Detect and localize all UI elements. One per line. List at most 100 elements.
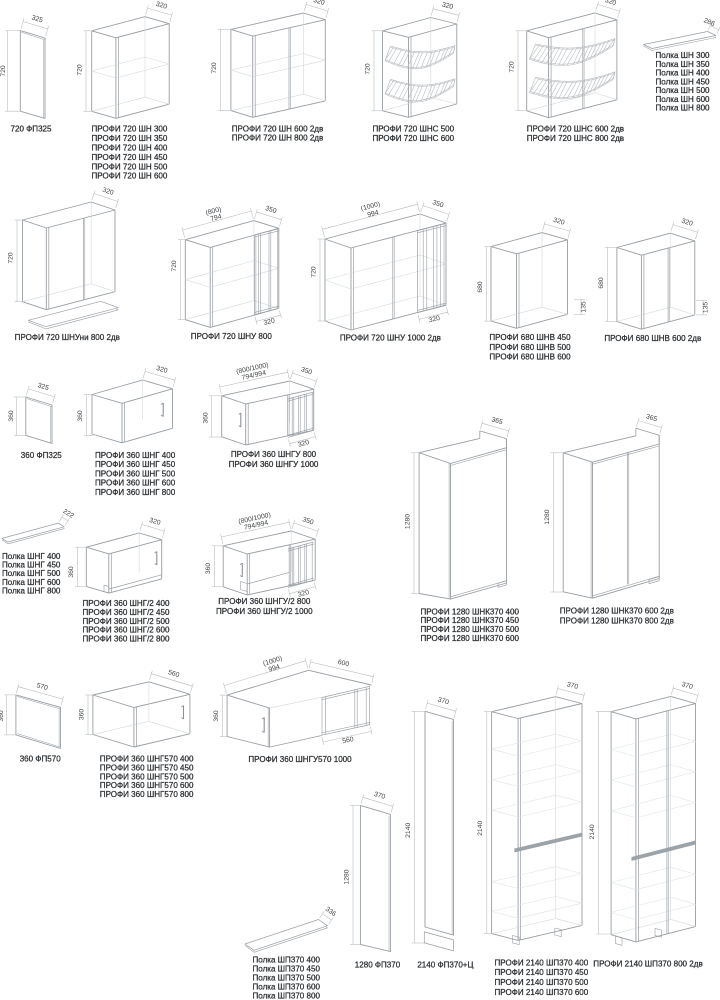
svg-text:720: 720 [365,63,372,75]
svg-text:ПРОФИ 360 ШНГ 500: ПРОФИ 360 ШНГ 500 [95,469,176,478]
svg-text:320: 320 [148,517,161,527]
svg-text:Полка ШН 450: Полка ШН 450 [656,78,711,87]
svg-text:ПРОФИ 720 ШНУ 1000 2дв: ПРОФИ 720 ШНУ 1000 2дв [340,333,441,342]
svg-text:ПРОФИ 2140 ШП370 800 2дв: ПРОФИ 2140 ШП370 800 2дв [593,959,702,968]
svg-text:ПРОФИ 2140 ШП370 450: ПРОФИ 2140 ШП370 450 [495,968,589,977]
svg-text:ПРОФИ 720 ШН 600 2дв: ПРОФИ 720 ШН 600 2дв [232,124,324,133]
svg-text:360: 360 [68,566,75,578]
svg-text:Полка ШН 300: Полка ШН 300 [656,51,711,60]
svg-text:ПРОФИ 360 ШНГ 800: ПРОФИ 360 ШНГ 800 [95,488,176,497]
svg-text:(1000): (1000) [360,201,381,213]
svg-text:720: 720 [0,65,7,77]
svg-text:ПРОФИ 360 ШНГ/2 800: ПРОФИ 360 ШНГ/2 800 [83,635,170,644]
svg-text:ПРОФИ 720 ШН 450: ПРОФИ 720 ШН 450 [92,153,168,162]
svg-text:2140: 2140 [477,821,484,836]
svg-text:ПРОФИ 360 ШНГУ570 1000: ПРОФИ 360 ШНГУ570 1000 [248,755,352,764]
svg-text:ПРОФИ 1280 ШНК370 800 2дв: ПРОФИ 1280 ШНК370 800 2дв [560,616,674,625]
svg-text:ПРОФИ 680 ШНВ 450: ПРОФИ 680 ШНВ 450 [489,333,571,342]
svg-text:ПРОФИ 360 ШНГ570 800: ПРОФИ 360 ШНГ570 800 [100,790,194,799]
svg-text:ПРОФИ 360 ШНГУ 800: ПРОФИ 360 ШНГУ 800 [231,450,317,459]
svg-text:1280: 1280 [404,514,411,529]
svg-text:720: 720 [77,64,84,76]
svg-text:135: 135 [703,302,710,314]
svg-text:325: 325 [31,14,44,24]
svg-text:720: 720 [211,62,218,74]
svg-text:ПРОФИ 360 ШНГУ/2 800: ПРОФИ 360 ШНГУ/2 800 [218,597,311,606]
svg-text:ПРОФИ 1280 ШНК370 500: ПРОФИ 1280 ШНК370 500 [421,625,520,634]
svg-text:Полка ШНГ 600: Полка ШНГ 600 [2,578,61,587]
svg-text:ПРОФИ 720 ШН 300: ПРОФИ 720 ШН 300 [92,125,168,134]
svg-text:360: 360 [203,412,210,424]
svg-text:ПРОФИ 360 ШНГ570 500: ПРОФИ 360 ШНГ570 500 [100,772,194,781]
svg-text:320: 320 [552,217,565,227]
svg-text:320: 320 [297,439,310,449]
svg-text:360 ФП325: 360 ФП325 [21,451,63,460]
svg-text:Полка ШН 800: Полка ШН 800 [656,104,711,113]
svg-text:ПРОФИ 2140 ШП370 400: ПРОФИ 2140 ШП370 400 [495,958,589,967]
svg-text:ПРОФИ 2140 ШП370 600: ПРОФИ 2140 ШП370 600 [495,988,589,997]
svg-text:365: 365 [491,416,504,426]
svg-text:ПРОФИ 680 ШНВ 600 2дв: ПРОФИ 680 ШНВ 600 2дв [604,334,701,343]
svg-text:ПРОФИ 360 ШНГ570 450: ПРОФИ 360 ШНГ570 450 [100,763,194,772]
svg-text:350: 350 [300,366,313,376]
svg-text:1280: 1280 [544,509,551,524]
svg-text:ПРОФИ 1280 ШНК370 400: ПРОФИ 1280 ШНК370 400 [421,607,520,616]
svg-text:365: 365 [645,413,658,423]
svg-text:360: 360 [213,710,220,722]
svg-text:Полка ШП370 800: Полка ШП370 800 [253,992,321,1000]
svg-text:320: 320 [155,365,168,375]
svg-text:ПРОФИ 720 ШН 500: ПРОФИ 720 ШН 500 [92,162,168,171]
svg-text:286: 286 [702,17,715,28]
svg-text:ПРОФИ 360 ШНГУ/2 1000: ПРОФИ 360 ШНГУ/2 1000 [216,607,313,616]
svg-text:1280 ФП370: 1280 ФП370 [355,961,401,970]
svg-text:Полка ШН 350: Полка ШН 350 [656,60,711,69]
svg-text:360: 360 [205,563,212,575]
svg-text:2140 ФП370+Ц: 2140 ФП370+Ц [417,961,473,970]
svg-text:560: 560 [167,669,180,679]
svg-text:ПРОФИ 360 ШНГ 600: ПРОФИ 360 ШНГ 600 [95,479,176,488]
svg-text:ПРОФИ 720 ШН 400: ПРОФИ 720 ШН 400 [92,143,168,152]
svg-text:ПРОФИ 360 ШНГ570 400: ПРОФИ 360 ШНГ570 400 [100,755,194,764]
svg-text:360: 360 [79,709,86,721]
svg-text:Полка ШП370 500: Полка ШП370 500 [253,974,321,983]
svg-text:ПРОФИ 720 ШН 600: ПРОФИ 720 ШН 600 [92,172,168,181]
svg-text:350: 350 [301,516,314,526]
svg-text:ПРОФИ 720 ШНУни 800 2дв: ПРОФИ 720 ШНУни 800 2дв [15,333,120,342]
svg-text:360: 360 [8,410,15,422]
svg-text:ПРОФИ 2140 ШП370 500: ПРОФИ 2140 ШП370 500 [495,978,589,987]
svg-text:320: 320 [681,218,694,228]
svg-text:Полка ШП370 450: Полка ШП370 450 [253,965,321,974]
svg-text:320: 320 [101,187,114,197]
svg-text:325: 325 [37,382,50,392]
svg-text:ПРОФИ 720 ШНС 600: ПРОФИ 720 ШНС 600 [372,134,454,143]
svg-text:2140: 2140 [589,824,596,839]
svg-text:ПРОФИ 360 ШНГ/2 400: ПРОФИ 360 ШНГ/2 400 [83,599,170,608]
svg-text:ПРОФИ 720 ШНС 500: ПРОФИ 720 ШНС 500 [372,125,454,134]
svg-text:Полка ШН 400: Полка ШН 400 [656,69,711,78]
svg-text:ПРОФИ 1280 ШНК370 600: ПРОФИ 1280 ШНК370 600 [421,634,520,643]
svg-text:720 ФП325: 720 ФП325 [11,124,53,133]
svg-text:ПРОФИ 360 ШНГ/2 600: ПРОФИ 360 ШНГ/2 600 [83,626,170,635]
svg-text:720: 720 [171,260,178,272]
svg-text:320: 320 [428,315,441,325]
svg-text:ПРОФИ 680 ШНВ 500: ПРОФИ 680 ШНВ 500 [489,343,571,352]
svg-text:ПРОФИ 720 ШНС 800 2дв: ПРОФИ 720 ШНС 800 2дв [527,134,624,143]
svg-text:ПРОФИ 720 ШНУ 800: ПРОФИ 720 ШНУ 800 [191,332,273,341]
svg-text:Полка ШНГ 500: Полка ШНГ 500 [2,569,61,578]
svg-text:Полка ШН 600: Полка ШН 600 [656,95,711,104]
svg-text:570: 570 [36,682,49,692]
svg-text:350: 350 [431,199,444,209]
svg-text:720: 720 [7,252,14,264]
svg-text:320: 320 [263,317,276,327]
svg-text:370: 370 [437,696,450,706]
svg-text:ПРОФИ 1280 ШНК370 600 2дв: ПРОФИ 1280 ШНК370 600 2дв [560,607,674,616]
svg-text:320: 320 [604,0,617,7]
svg-text:(800): (800) [205,206,222,217]
svg-text:370: 370 [566,681,579,691]
svg-text:Полка ШП370 400: Полка ШП370 400 [253,956,321,965]
svg-text:720: 720 [509,61,516,73]
svg-text:350: 350 [264,205,277,215]
svg-text:ПРОФИ 360 ШНГУ 1000: ПРОФИ 360 ШНГУ 1000 [229,460,319,469]
svg-text:360: 360 [0,710,5,722]
svg-text:320: 320 [312,0,325,7]
